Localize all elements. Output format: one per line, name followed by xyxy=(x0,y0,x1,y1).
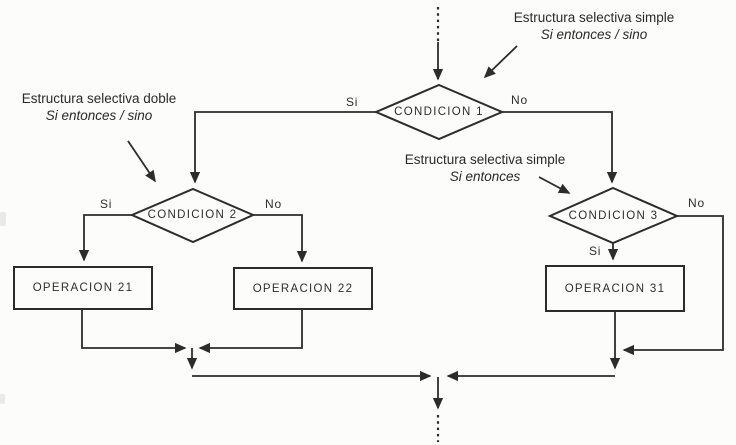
condicion3-diamond-shape xyxy=(547,186,680,245)
operacion-22-label: OPERACION 22 xyxy=(252,282,354,295)
operacion-21-box: OPERACION 21 xyxy=(13,266,153,310)
annotation2-pointer-arrow xyxy=(127,140,156,183)
annotation1-pointer-arrow xyxy=(483,45,518,79)
annotation-selectiva-simple: Estructura selectiva simple Si entonces xyxy=(392,151,578,185)
annotation3-pointer-arrow xyxy=(538,176,571,194)
operacion-31-box: OPERACION 31 xyxy=(545,265,685,312)
condicion2-si-connector xyxy=(78,214,132,262)
condicion3-si-label: Si xyxy=(589,244,602,258)
annotation-line1: Estructura selectiva simple xyxy=(513,10,675,25)
condicion3-label: CONDICION 3 xyxy=(568,210,659,222)
condicion1-no-connector xyxy=(502,111,618,184)
scan-artifact xyxy=(0,394,5,404)
condicion3-no-label: No xyxy=(688,196,705,210)
operacion21-out-connector xyxy=(81,310,187,354)
operacion-21-label: OPERACION 21 xyxy=(32,282,134,294)
condicion1-diamond-shape xyxy=(373,83,505,141)
condicion2-no-label: No xyxy=(265,197,282,211)
operacion22-out-connector xyxy=(198,310,303,354)
annotation-line2: Si entonces / sino xyxy=(45,108,153,123)
condicion2-diamond-shape xyxy=(129,187,256,244)
annotation-line2: Si entonces xyxy=(449,169,521,184)
annotation-line1: Estructura selectiva simple xyxy=(404,152,566,167)
annotation-line1: Estructura selectiva doble xyxy=(21,91,177,106)
condicion1-no-label: No xyxy=(511,93,528,107)
condicion3-no-connector xyxy=(622,215,724,356)
operacion-31-label: OPERACION 31 xyxy=(564,282,666,295)
condicion1-si-label: Si xyxy=(346,95,359,109)
condicion2-label: CONDICION 2 xyxy=(147,209,238,221)
annotation-line2: Si entonces / sino xyxy=(540,27,648,42)
condicion1-si-connector xyxy=(189,111,376,184)
condicion1-label: CONDICION 1 xyxy=(394,106,484,118)
operacion-22-box: OPERACION 22 xyxy=(233,267,373,310)
annotation-selectiva-doble: Estructura selectiva doble Si entonces /… xyxy=(2,90,196,124)
annotation-selectiva-simple-sino: Estructura selectiva simple Si entonces … xyxy=(498,9,690,43)
condicion2-no-connector xyxy=(253,214,308,263)
scan-artifact xyxy=(0,212,6,226)
condicion2-si-label: Si xyxy=(100,197,113,211)
